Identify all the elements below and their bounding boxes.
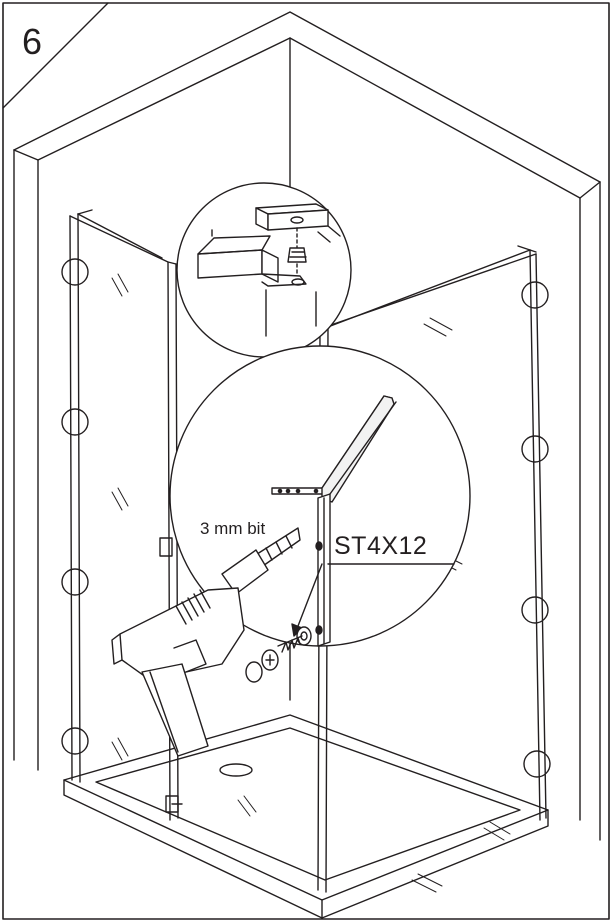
top-bracket-detail <box>176 182 352 358</box>
screw-spec-label: ST4X12 <box>334 532 428 560</box>
power-drill-icon <box>111 527 301 757</box>
door-hardware <box>159 537 183 813</box>
left-glass-panel <box>69 209 179 821</box>
step-corner-divider <box>2 2 109 109</box>
drill-hole-lower <box>315 625 323 635</box>
glass-reflections <box>111 273 511 893</box>
phillips-screw-icon <box>245 635 303 683</box>
step-number: 6 <box>22 21 43 62</box>
wall-plug <box>296 626 312 646</box>
left-hinge-markers <box>61 258 89 755</box>
drill-bit-label: 3 mm bit <box>200 519 266 538</box>
shower-tray <box>63 714 549 919</box>
drill-hole-upper <box>315 541 323 551</box>
right-hinge-markers <box>521 281 551 778</box>
tray-drain <box>219 763 253 777</box>
wall-outline <box>13 11 601 841</box>
wall-anchor-cap <box>245 661 263 683</box>
